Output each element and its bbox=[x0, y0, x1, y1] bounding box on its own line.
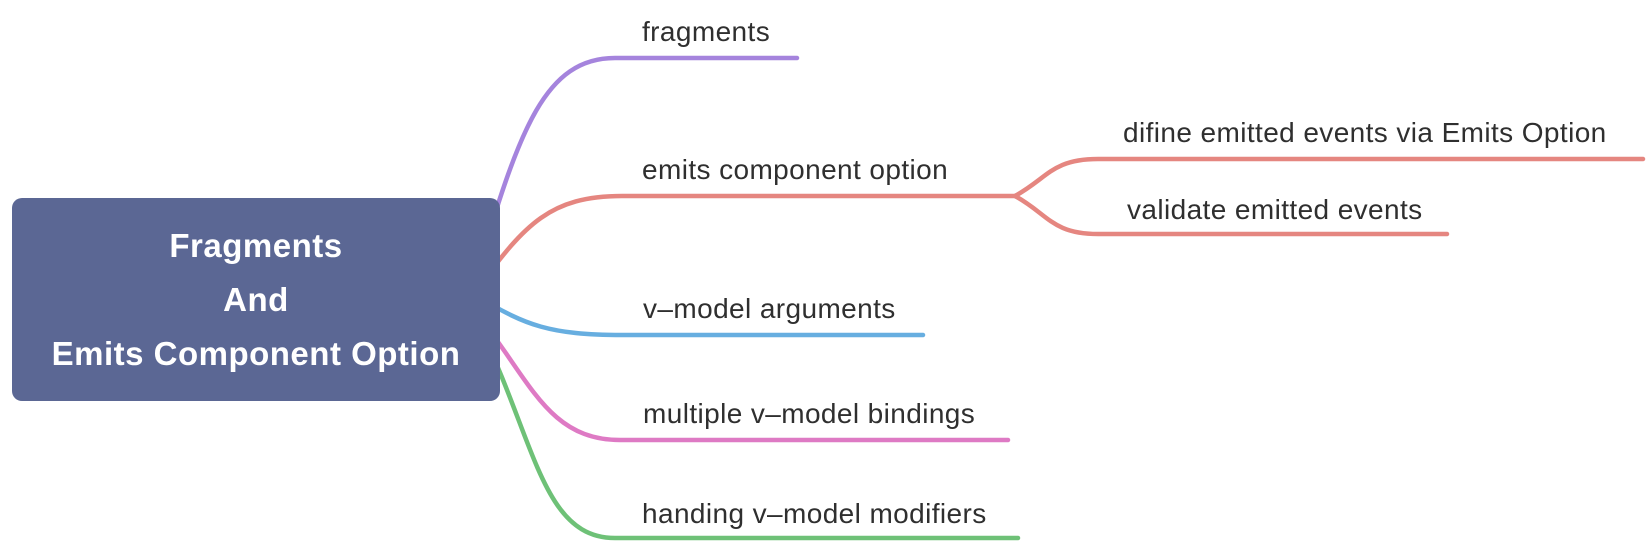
branch-line-validate-emitted-events bbox=[1012, 193, 1450, 237]
branch-line-handing-vmodel-modifiers bbox=[477, 325, 1021, 541]
branch-label-difine-emitted-events[interactable]: difine emitted events via Emits Option bbox=[1123, 117, 1607, 148]
branch-label-handing-vmodel-modifiers[interactable]: handing v–model modifiers bbox=[642, 498, 987, 529]
branch-label-fragments[interactable]: fragments bbox=[642, 16, 771, 47]
branch-line-emits-component-option bbox=[477, 193, 1018, 288]
root-line-1: Fragments bbox=[169, 226, 343, 264]
branch-label-multiple-vmodel-bindings[interactable]: multiple v–model bindings bbox=[643, 398, 976, 429]
root-node[interactable]: Fragments And Emits Component Option bbox=[12, 198, 500, 401]
branch-label-vmodel-arguments[interactable]: v–model arguments bbox=[643, 293, 896, 324]
branch-label-emits-component-option[interactable]: emits component option bbox=[642, 154, 949, 185]
branch-label-validate-emitted-events[interactable]: validate emitted events bbox=[1127, 194, 1423, 225]
root-line-3: Emits Component Option bbox=[51, 334, 461, 372]
root-node-background bbox=[12, 198, 500, 401]
root-line-2: And bbox=[223, 280, 289, 318]
branch-line-difine-emitted-events bbox=[1012, 156, 1646, 199]
